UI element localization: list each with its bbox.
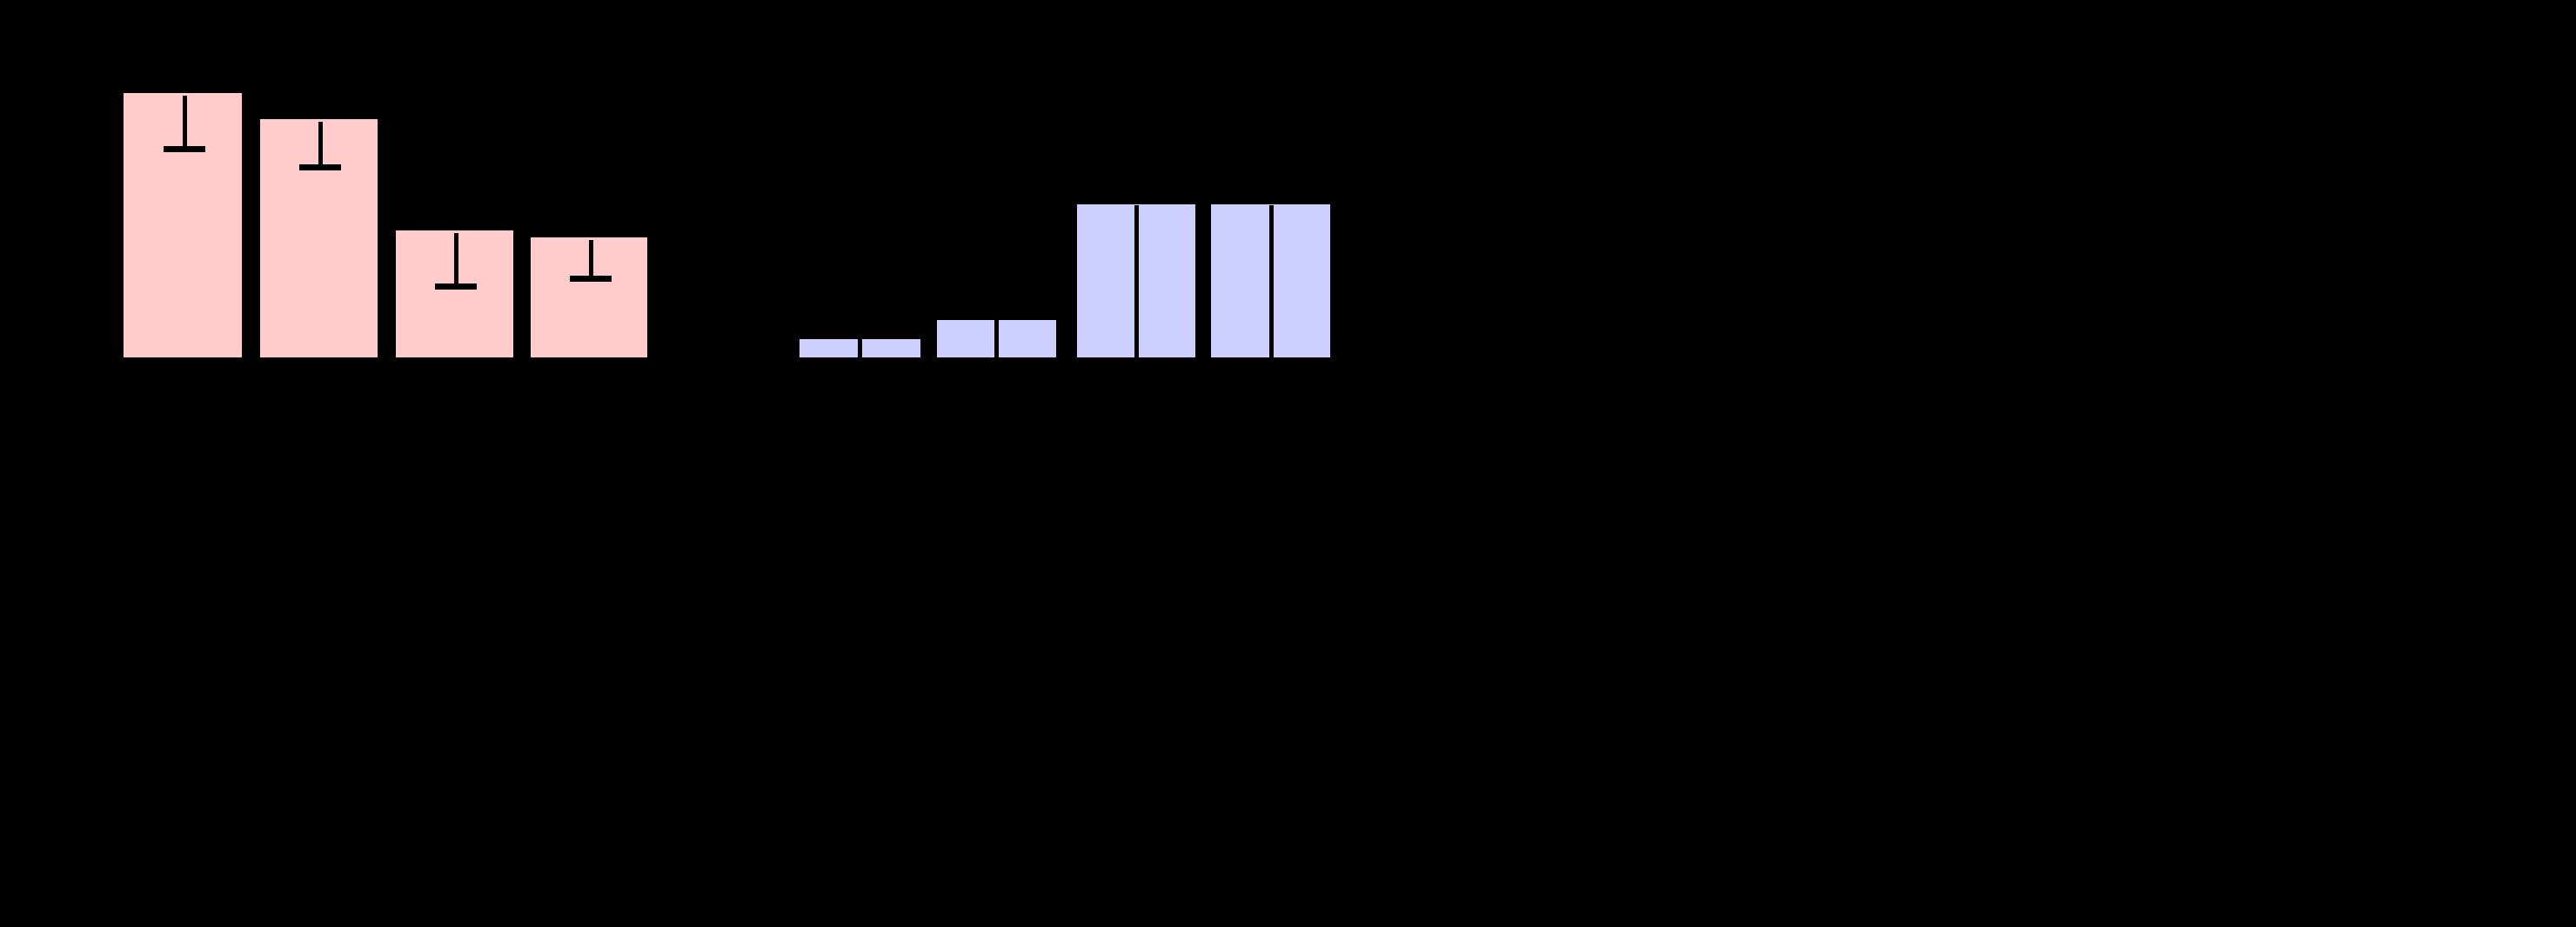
error-bar-stem-right-1 [858, 339, 862, 363]
error-bar-stem-right-4 [1269, 205, 1274, 363]
error-bar-cap-right-1 [839, 359, 880, 365]
bar-left-4[interactable] [529, 236, 649, 359]
error-bar-cap-right-3 [1115, 359, 1157, 365]
chart-panel-left [122, 91, 649, 359]
error-bar-stem-left-4 [589, 240, 593, 279]
error-bar-stem-left-3 [454, 233, 458, 287]
error-bar-stem-right-2 [994, 320, 999, 363]
error-bar-cap-left-3 [435, 283, 477, 290]
error-bar-cap-left-1 [164, 146, 205, 152]
error-bar-stem-right-3 [1134, 205, 1139, 363]
error-bar-cap-right-2 [975, 359, 1017, 365]
error-bar-stem-left-2 [318, 122, 323, 168]
chart-panel-right [798, 0, 2576, 927]
error-bar-cap-right-4 [1250, 359, 1292, 365]
error-bar-cap-left-4 [570, 276, 612, 282]
error-bar-stem-left-1 [183, 96, 187, 150]
error-bar-cap-left-2 [299, 164, 341, 170]
